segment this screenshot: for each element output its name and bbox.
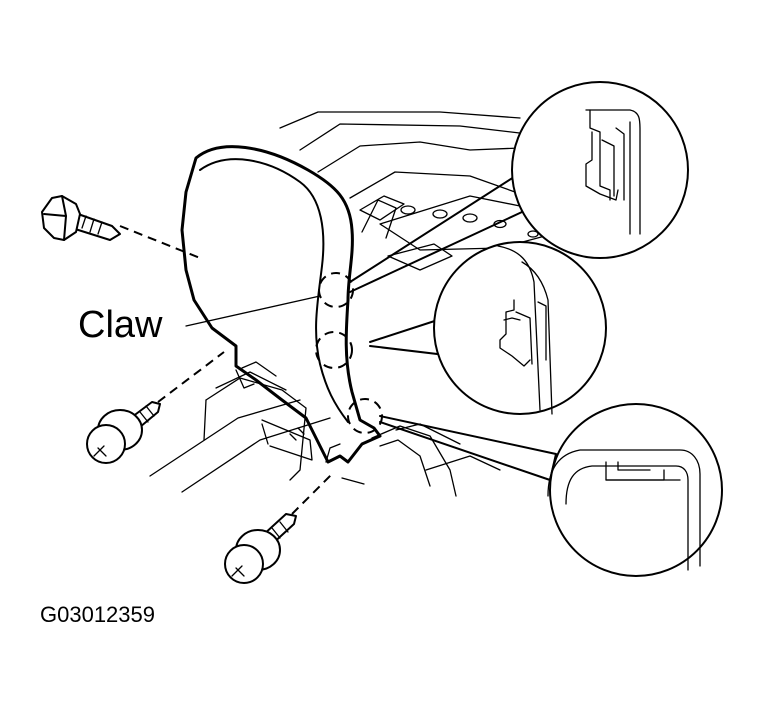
screw-middle	[86, 351, 225, 464]
detail-view-lower	[379, 403, 723, 577]
bolt-upper	[41, 195, 201, 259]
trim-cover	[180, 145, 382, 464]
trim-cover-inner-edge	[199, 158, 349, 423]
claw-label: Claw	[78, 304, 163, 346]
screw-head	[86, 424, 126, 464]
claw-leader-line	[185, 295, 321, 327]
detail-view-middle	[369, 241, 607, 415]
trim-cover-outline	[180, 145, 382, 464]
detail-circle-middle	[433, 241, 607, 415]
detail-view-upper	[349, 81, 689, 293]
claw-marker-lower	[347, 398, 383, 434]
detail-circle-lower	[549, 403, 723, 577]
claw-marker-middle	[315, 331, 353, 369]
screw-lower	[224, 471, 335, 584]
figure-id: G03012359	[40, 602, 155, 627]
